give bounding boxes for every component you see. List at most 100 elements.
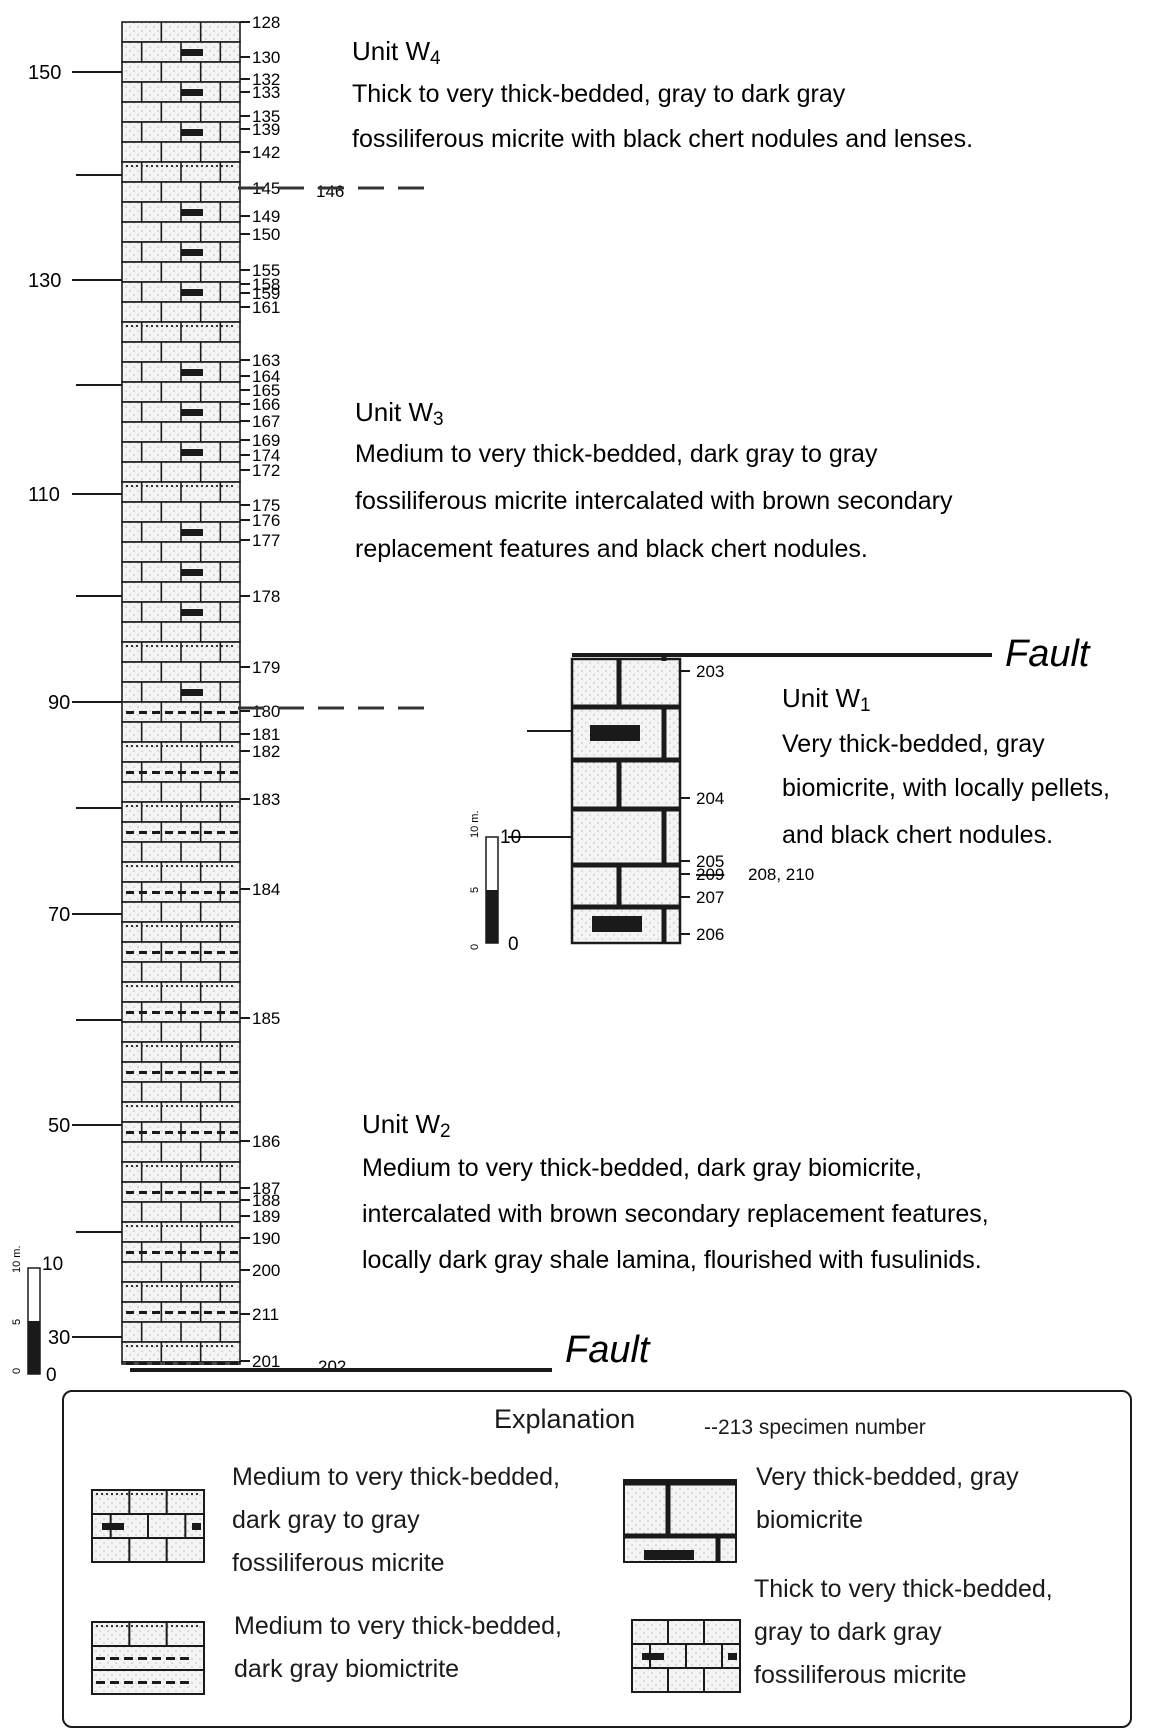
lith-dot [206, 745, 208, 747]
shale-dash [191, 771, 199, 774]
lith-dot [161, 1165, 163, 1167]
lith-dot [136, 1045, 138, 1047]
shale-dash [178, 831, 186, 834]
lith-dot [206, 1285, 208, 1287]
svg-text:0: 0 [46, 1365, 57, 1386]
lith-dot [186, 985, 188, 987]
lith-dot [136, 645, 138, 647]
lith-dot [136, 1285, 138, 1287]
lith-dot [131, 985, 133, 987]
lith-dot [231, 865, 233, 867]
svg-text:and black chert nodules.: and black chert nodules. [782, 821, 1053, 849]
shale-dash [139, 891, 147, 894]
lith-dot [221, 1105, 223, 1107]
lith-dot [161, 1045, 163, 1047]
lith-dot [201, 1105, 203, 1107]
lith-dot [201, 805, 203, 807]
shale-dash [230, 771, 238, 774]
shale-dash [139, 1362, 147, 1365]
lith-dot [211, 805, 213, 807]
lith-dot [146, 1045, 148, 1047]
lith-dot [226, 925, 228, 927]
swatch-dot [176, 1625, 178, 1627]
lith-dot [131, 925, 133, 927]
specimen-number: 150 [252, 225, 280, 244]
swatch-dot [126, 1493, 128, 1495]
lith-dot [231, 1045, 233, 1047]
svg-text:10: 10 [42, 1254, 63, 1275]
lith-bed [122, 102, 240, 122]
lith-dot [226, 1285, 228, 1287]
lith-dot [221, 485, 223, 487]
specimen-number: 172 [252, 461, 280, 480]
swatch-dot [166, 1493, 168, 1495]
lith-dot [171, 1345, 173, 1347]
lith-dot [136, 745, 138, 747]
lith-bed [122, 902, 240, 922]
lith-dot [166, 645, 168, 647]
lith-dot [141, 745, 143, 747]
swatch-dot [161, 1493, 163, 1495]
thickness-axis: 15013011090705030 [28, 62, 122, 1349]
shale-dash [152, 891, 160, 894]
lith-dot [206, 1345, 208, 1347]
lith-dot [146, 1345, 148, 1347]
shale-dash [217, 831, 225, 834]
chert-nodule [181, 689, 203, 696]
lith-dot [166, 1165, 168, 1167]
swatch-shale-dash [152, 1681, 161, 1684]
shale-dash [217, 891, 225, 894]
shale-dash [165, 1311, 173, 1314]
shale-dash [178, 1011, 186, 1014]
lith-dot [146, 485, 148, 487]
shale-dash [230, 1311, 238, 1314]
lith-dot [206, 165, 208, 167]
shale-dash [152, 1191, 160, 1194]
specimen-number: 178 [252, 587, 280, 606]
shale-dash [230, 1362, 238, 1365]
lith-bed [122, 142, 240, 162]
lith-dot [216, 1345, 218, 1347]
lith-dot [191, 1345, 193, 1347]
swatch-shale-dash [180, 1657, 189, 1660]
lith-dot [131, 865, 133, 867]
lith-dot [186, 1105, 188, 1107]
swatch-dot [136, 1493, 138, 1495]
lith-dot [161, 745, 163, 747]
shale-dash [139, 1311, 147, 1314]
fault-label-upper: Fault [1005, 633, 1091, 675]
lith-dot [166, 485, 168, 487]
swatch-dot [191, 1493, 193, 1495]
lith-dot [201, 1285, 203, 1287]
shale-dash [230, 1011, 238, 1014]
lith-dot [201, 1045, 203, 1047]
specimen-number: 128 [252, 13, 280, 32]
shale-dash [191, 1311, 199, 1314]
lith-dot [141, 485, 143, 487]
w1-specimen-number: 209 [696, 865, 724, 884]
lith-dot [171, 925, 173, 927]
lith-dot [231, 165, 233, 167]
lith-bed [122, 22, 240, 42]
chert-nodule [181, 369, 203, 376]
specimen-number: 146 [316, 182, 344, 201]
thickness-tick-label: 30 [48, 1327, 70, 1349]
shale-dash [178, 951, 186, 954]
legend-title: Explanation [494, 1404, 635, 1435]
shale-dash [139, 831, 147, 834]
lith-dot [231, 1165, 233, 1167]
lith-dot [136, 865, 138, 867]
lith-dot [186, 1225, 188, 1227]
shale-dash [191, 891, 199, 894]
w1-specimen-number: 208, 210 [748, 865, 814, 884]
lith-dot [216, 1225, 218, 1227]
lith-dot [181, 485, 183, 487]
lith-dot [141, 1165, 143, 1167]
swatch-bed [632, 1668, 740, 1692]
lith-dot [146, 865, 148, 867]
shale-dash [165, 1011, 173, 1014]
swatch-dot [156, 1625, 158, 1627]
lith-dot [156, 645, 158, 647]
lith-dot [216, 865, 218, 867]
shale-dash [217, 1071, 225, 1074]
